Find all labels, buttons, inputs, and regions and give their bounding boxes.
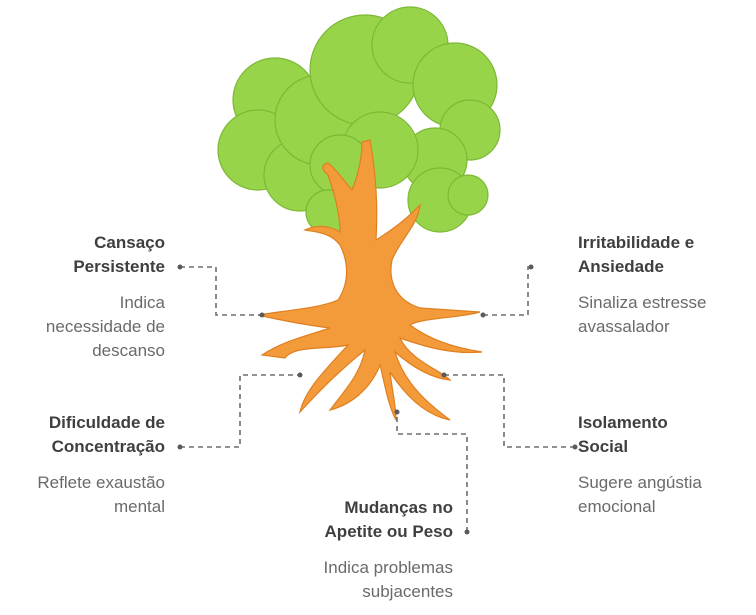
dot-cansaco-tree [259,312,265,318]
label-mudancas: Mudanças no Apetite ou Peso Indica probl… [285,496,453,604]
dot-isolamento-text [572,444,578,450]
tree-trunk [257,139,483,421]
desc-line: avassalador [578,317,670,336]
title-line: Persistente [73,257,165,276]
title-irritabilidade: Irritabilidade e Ansiedade [578,231,748,279]
desc-line: mental [113,497,165,516]
label-cansaco: Cansaço Persistente Indica necessidade d… [10,231,165,363]
connector-dots [177,264,578,535]
label-irritabilidade: Irritabilidade e Ansiedade Sinaliza estr… [578,231,748,339]
desc-line: Reflete exaustão [37,473,165,492]
desc-line: Indica [119,293,165,312]
connector-dificuldade [180,374,300,448]
desc-line: subjacentes [362,582,453,601]
dot-mudancas-text [464,529,470,535]
label-isolamento: Isolamento Social Sugere angústia emocio… [578,411,748,519]
desc-line: Sugere angústia [578,473,702,492]
title-line: Ansiedade [578,257,664,276]
title-cansaco: Cansaço Persistente [10,231,165,279]
dot-cansaco-text [177,264,183,270]
title-line: Irritabilidade e [578,233,695,252]
desc-line: necessidade de [45,317,165,336]
title-line: Apetite ou Peso [324,522,453,541]
desc-isolamento: Sugere angústia emocional [578,471,748,519]
dot-mudancas-tree [394,409,400,415]
title-mudancas: Mudanças no Apetite ou Peso [285,496,453,544]
title-line: Mudanças no [344,498,453,517]
desc-line: emocional [578,497,656,516]
title-line: Dificuldade de [48,413,165,432]
title-line: Isolamento [578,413,668,432]
title-line: Cansaço [94,233,165,252]
connector-mudancas [396,412,468,532]
dot-irritabilidade-tree [480,312,486,318]
connector-irritabilidade [483,266,530,316]
title-line: Social [578,437,629,456]
dot-irritabilidade-text [528,264,534,270]
label-dificuldade: Dificuldade de Concentração Reflete exau… [10,411,165,519]
connector-isolamento [444,374,575,448]
title-line: Concentração [51,437,165,456]
dot-dificuldade-text [177,444,183,450]
dot-isolamento-tree [441,372,447,378]
desc-mudancas: Indica problemas subjacentes [285,556,453,604]
desc-cansaco: Indica necessidade de descanso [10,291,165,363]
desc-dificuldade: Reflete exaustão mental [10,471,165,519]
desc-irritabilidade: Sinaliza estresse avassalador [578,291,748,339]
title-dificuldade: Dificuldade de Concentração [10,411,165,459]
desc-line: Indica problemas [323,558,453,577]
dot-dificuldade-tree [297,372,303,378]
connector-cansaco [180,266,262,316]
desc-line: descanso [92,341,165,360]
desc-line: Sinaliza estresse [578,293,707,312]
title-isolamento: Isolamento Social [578,411,748,459]
tree-foliage [217,6,501,235]
